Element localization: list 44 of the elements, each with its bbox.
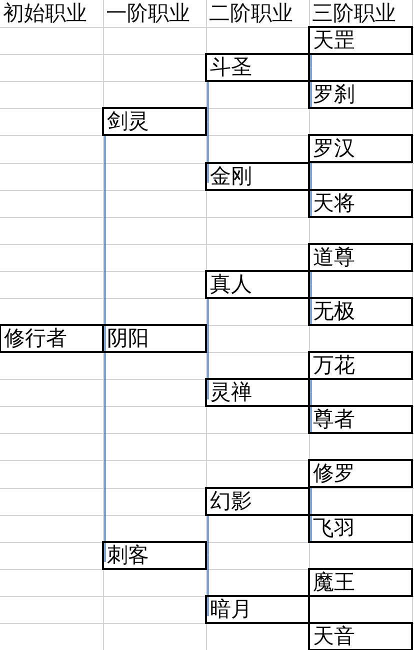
name-box: 罗刹 [308,80,413,110]
connector-line [104,338,106,562]
connector-line [310,68,312,108]
name-box: 斗圣 [205,53,310,82]
name-box: 修罗 [308,459,413,488]
name-box: 真人 [205,270,310,299]
name-box: 金刚 [205,162,310,191]
connector-line [310,54,312,68]
column-header: 一阶职业 [106,0,190,27]
connector-line [207,81,209,122]
connector-line [310,379,312,393]
name-box: 道尊 [308,242,413,272]
connector-line [207,298,209,339]
connector-line [310,488,312,502]
name-box: 罗汉 [308,134,413,164]
name-box: 刺客 [102,540,207,570]
connector-line [207,514,209,556]
name-box: 阴阳 [102,324,207,354]
name-box: 飞羽 [308,514,413,543]
name-box: 尊者 [308,405,413,434]
name-box: 灵禅 [205,378,310,408]
column-header: 二阶职业 [209,0,293,27]
name-box: 天音 [308,622,413,650]
connector-line [207,555,209,616]
connector-line [310,270,312,284]
connector-line [310,176,312,217]
name-box: 天罡 [308,26,413,56]
connector-line [104,135,106,339]
name-box: 万花 [308,351,413,380]
name-box: 天将 [308,188,413,218]
connector-line [310,162,312,176]
connector-line [207,122,209,183]
name-box: 幻影 [205,486,310,516]
name-box: 无极 [308,296,413,326]
name-box: 暗月 [205,594,310,624]
column-header: 三阶职业 [312,0,396,27]
connector-line [310,284,312,325]
name-box: 剑灵 [102,107,207,136]
name-box: 魔王 [308,568,413,597]
column-header: 初始职业 [3,0,87,27]
connector-line [207,338,209,400]
connector-line [310,392,312,434]
name-box: 修行者 [0,324,104,354]
connector-line [310,501,312,542]
